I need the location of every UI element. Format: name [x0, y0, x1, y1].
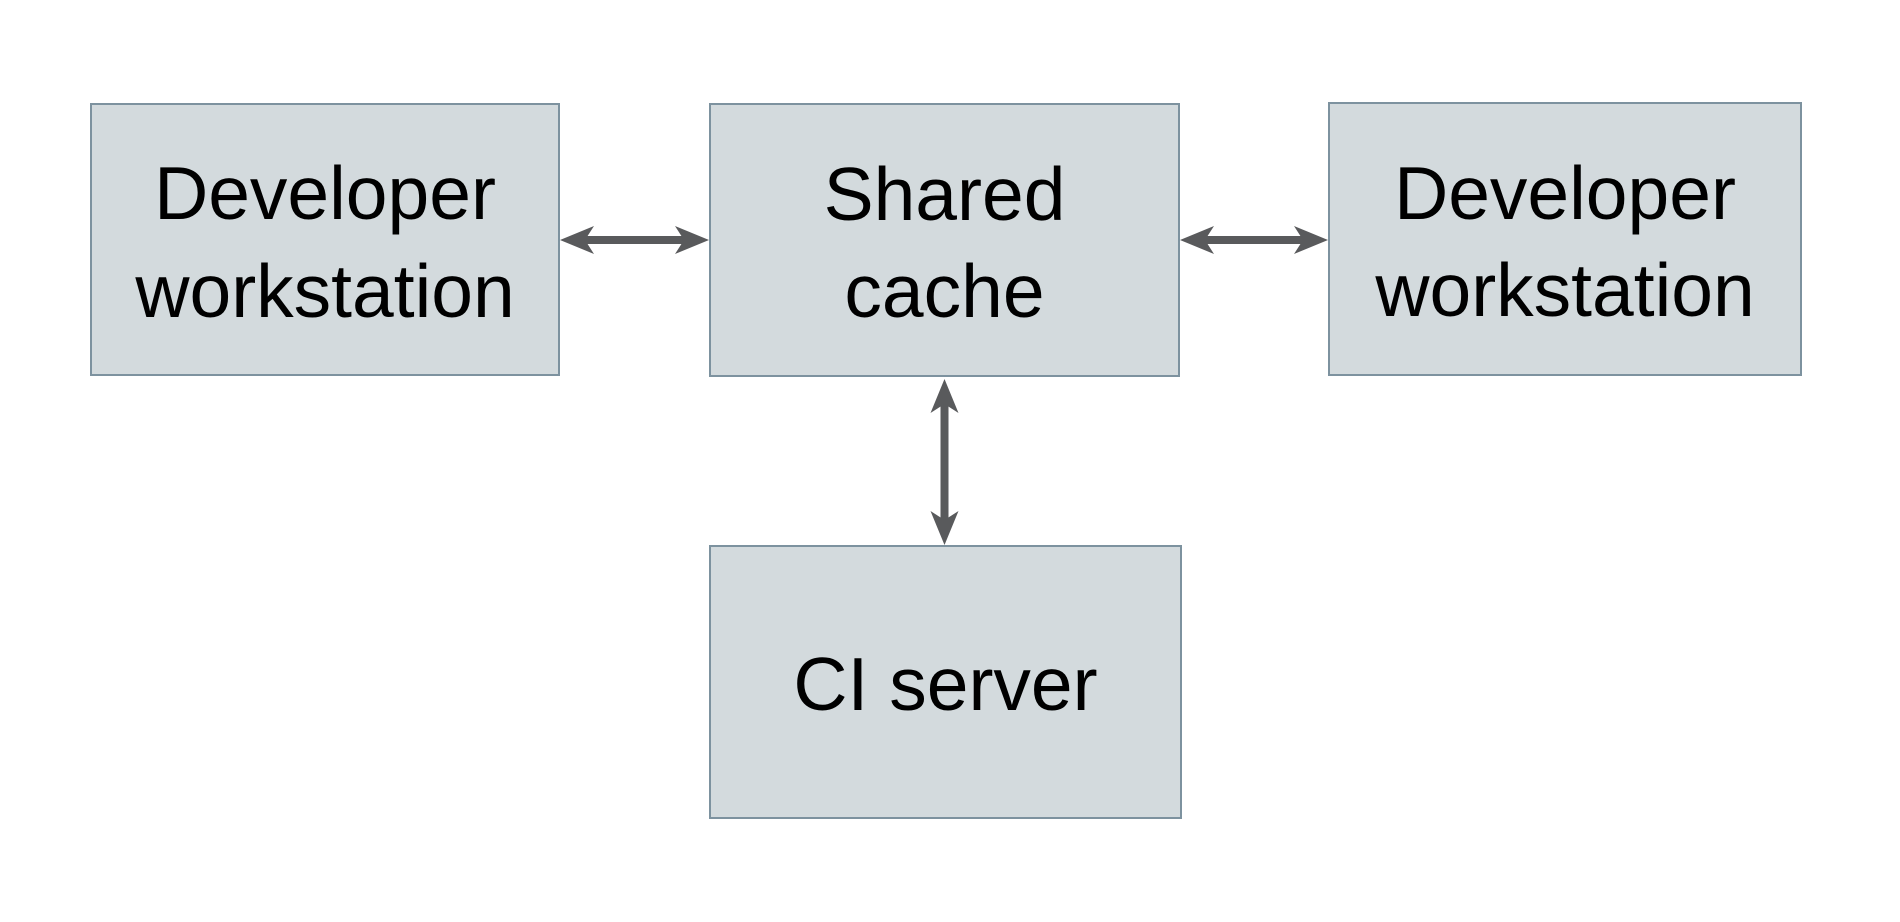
node-label: CI server	[793, 630, 1097, 734]
node-label-line: workstation	[1375, 248, 1755, 332]
node-label-line: Developer	[154, 151, 496, 235]
node-label: Shared cache	[824, 140, 1066, 341]
node-developer-workstation-left: Developer workstation	[90, 103, 560, 376]
node-label-line: Shared	[823, 151, 1066, 236]
node-label-line: workstation	[135, 248, 515, 333]
node-ci-server: CI server	[709, 545, 1182, 819]
node-label-line: Developer	[1394, 150, 1736, 235]
node-label: Developer workstation	[135, 139, 514, 340]
node-label-line: cache	[844, 249, 1045, 333]
node-shared-cache: Shared cache	[709, 103, 1180, 377]
node-label: Developer workstation	[1375, 139, 1754, 340]
node-label-line: CI server	[793, 642, 1098, 727]
node-developer-workstation-right: Developer workstation	[1328, 102, 1802, 376]
